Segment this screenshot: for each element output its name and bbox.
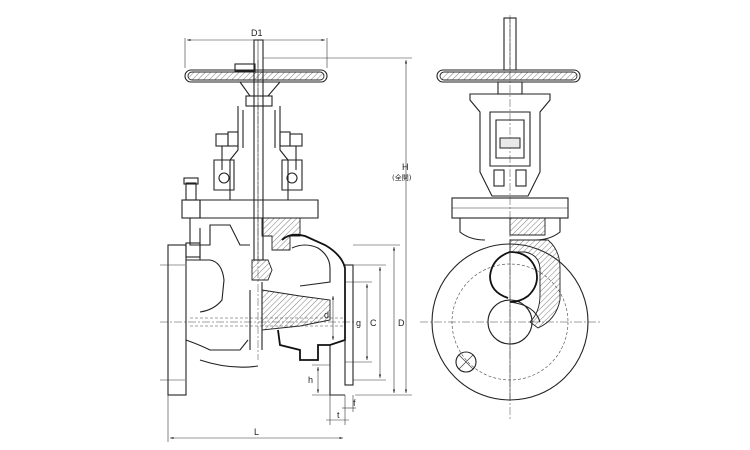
valve-body-front: [160, 233, 354, 396]
label-h-small: h: [308, 375, 313, 385]
handwheel-side: [436, 69, 581, 95]
body-flange-side: [431, 239, 589, 401]
dim-D: D: [353, 244, 405, 393]
body-port-section: [261, 289, 331, 331]
dim-d1: D1: [184, 28, 328, 68]
dim-L: L: [167, 395, 343, 442]
label-D: D: [398, 318, 405, 328]
label-t: t: [337, 410, 340, 420]
label-c: C: [370, 318, 377, 328]
label-h: H: [402, 162, 409, 172]
label-g: g: [356, 318, 361, 328]
yoke-side: [469, 93, 551, 197]
bonnet-front: [181, 177, 319, 260]
dim-t-f: f t: [326, 395, 356, 425]
side-view: [420, 15, 600, 420]
label-d1: D1: [251, 28, 263, 38]
label-h-note: (全開): [392, 173, 412, 182]
bolt-hole: [455, 351, 477, 373]
bonnet-side: [451, 197, 569, 241]
dim-h: H (全開): [263, 57, 412, 396]
handwheel-front: [184, 63, 328, 107]
front-view: D1 H (全開) D C g d: [160, 28, 412, 442]
label-f: f: [353, 398, 356, 408]
dim-d: d: [324, 296, 335, 340]
yoke-front: [213, 106, 303, 200]
dim-c: C: [353, 264, 386, 381]
dim-h-small: h: [308, 364, 330, 396]
label-L: L: [254, 427, 259, 437]
dim-g: g: [345, 281, 372, 363]
flange-right: [344, 264, 354, 386]
label-d: d: [324, 310, 329, 320]
gland-bolt-left: [218, 172, 230, 184]
gland-bolt-right: [286, 172, 298, 184]
flange-left: [167, 244, 187, 396]
